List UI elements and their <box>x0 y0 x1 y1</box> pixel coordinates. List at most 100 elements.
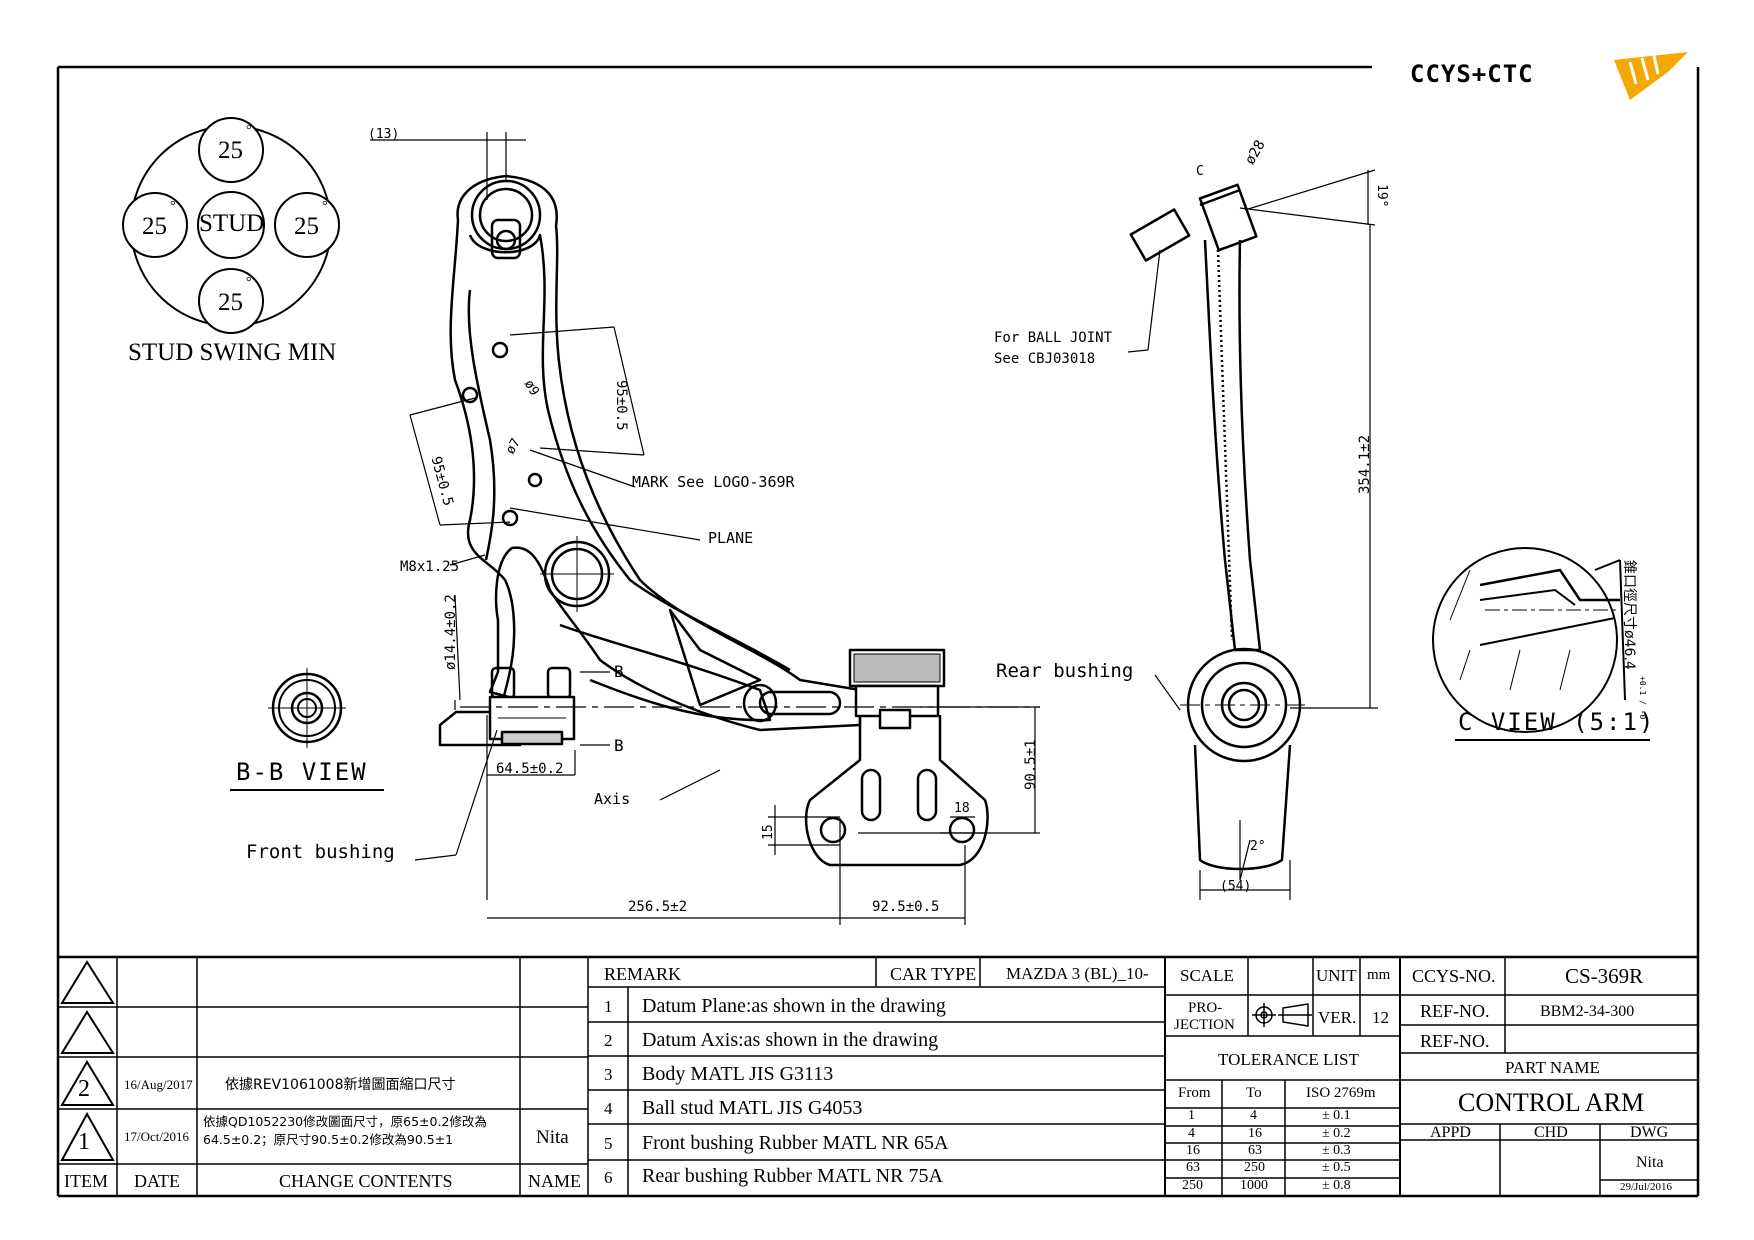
bb-view-drawing <box>230 668 384 791</box>
revision-item: 2 <box>78 1076 90 1102</box>
revision-date: 16/Aug/2017 <box>124 1077 193 1092</box>
appd-label: APPD <box>1430 1124 1471 1141</box>
degree-mark: ° <box>170 199 176 214</box>
section-b-bottom: B <box>614 736 624 755</box>
tol-value: ± 0.8 <box>1322 1178 1351 1193</box>
c-marker: C <box>1196 164 1204 179</box>
ref-no-label-2: REF-NO. <box>1420 1031 1490 1051</box>
remark-no: 6 <box>604 1168 613 1187</box>
remark-no: 1 <box>604 997 613 1016</box>
tol-header-from: From <box>1178 1085 1211 1101</box>
tol-from: 250 <box>1182 1178 1203 1193</box>
logo-text: CCYS+CTC <box>1410 60 1534 88</box>
logo-mark <box>1614 52 1688 100</box>
revision-content: 依據QD1052230修改圖面尺寸，原65±0.2修改為 <box>203 1114 487 1129</box>
projection-label: PRO- <box>1188 1000 1223 1016</box>
part-name: CONTROL ARM <box>1458 1088 1645 1117</box>
plane-label: PLANE <box>708 529 754 547</box>
tol-to: 250 <box>1244 1160 1265 1175</box>
car-type-value: MAZDA 3 (BL)_10- <box>1006 964 1149 983</box>
ball-joint-note-2: See CBJ03018 <box>994 351 1096 367</box>
stud-swing-caption: STUD SWING MIN <box>128 339 337 366</box>
dim-13: (13) <box>368 127 400 142</box>
tolerance-title: TOLERANCE LIST <box>1218 1050 1359 1069</box>
swing-angle-left: 25 <box>142 213 167 240</box>
revision-content-line2: 64.5±0.2；原尺寸90.5±0.2修改為90.5±1 <box>203 1132 454 1147</box>
remark-text: Datum Axis:as shown in the drawing <box>642 1029 939 1051</box>
swing-angle-bottom: 25 <box>218 289 243 316</box>
tol-value: ± 0.3 <box>1322 1143 1351 1158</box>
tol-value: ± 0.2 <box>1322 1126 1351 1141</box>
header-change-contents: CHANGE CONTENTS <box>279 1171 453 1191</box>
scale-label: SCALE <box>1180 966 1234 985</box>
dim-92: 92.5±0.5 <box>872 899 940 915</box>
tol-header-iso: ISO 2769m <box>1306 1085 1376 1101</box>
header-item: ITEM <box>64 1171 108 1191</box>
part-name-label: PART NAME <box>1505 1058 1600 1077</box>
revision-name: Nita <box>536 1127 569 1148</box>
tol-to: 1000 <box>1240 1178 1268 1193</box>
dim-256: 256.5±2 <box>628 899 688 915</box>
tol-value: ± 0.5 <box>1322 1160 1351 1175</box>
remark-header: REMARK <box>604 964 682 984</box>
swing-angle-top: 25 <box>218 137 243 164</box>
section-b-top: B <box>614 662 624 681</box>
tol-from: 63 <box>1186 1160 1200 1175</box>
degree-mark: ° <box>246 275 252 290</box>
ver-label: VER. <box>1318 1008 1357 1027</box>
ball-joint-note-1: For BALL JOINT <box>994 330 1113 346</box>
remark-no: 2 <box>604 1031 613 1050</box>
front-bushing-label: Front bushing <box>246 841 395 863</box>
ccys-no-label: CCYS-NO. <box>1412 966 1496 986</box>
header-name: NAME <box>528 1171 581 1191</box>
chd-label: CHD <box>1534 1124 1568 1141</box>
tol-from: 4 <box>1188 1126 1195 1141</box>
dim-18: 18 <box>954 801 970 816</box>
side-view-dimensions <box>1127 169 1378 900</box>
remark-text: Front bushing Rubber MATL NR 65A <box>642 1132 949 1154</box>
tol-to: 4 <box>1250 1108 1257 1123</box>
tol-from: 1 <box>1188 1108 1195 1123</box>
mark-label: MARK See LOGO-369R <box>632 473 795 491</box>
tol-to: 63 <box>1248 1143 1262 1158</box>
c-view-detail <box>1432 547 1650 741</box>
angle-2: 2° <box>1250 839 1266 854</box>
axis-label: Axis <box>594 790 631 808</box>
car-type-label: CAR TYPE <box>890 964 977 984</box>
remark-text: Ball stud MATL JIS G4053 <box>642 1097 863 1119</box>
remark-text: Datum Plane:as shown in the drawing <box>642 995 946 1017</box>
remark-no: 3 <box>604 1065 613 1084</box>
dimension-lines <box>370 132 1181 925</box>
ccys-no-value: CS-369R <box>1565 964 1644 988</box>
dwg-name: Nita <box>1636 1154 1664 1171</box>
remark-text: Rear bushing Rubber MATL NR 75A <box>642 1165 943 1187</box>
header-date: DATE <box>134 1171 180 1191</box>
projection-label-2: JECTION <box>1174 1017 1235 1033</box>
unit-label: UNIT <box>1316 966 1357 985</box>
ver-value: 12 <box>1372 1008 1389 1027</box>
bb-view-label: B-B VIEW <box>236 758 368 786</box>
revision-item: 1 <box>78 1129 90 1155</box>
drawing-border <box>56 65 1700 1198</box>
rear-bushing-label: Rear bushing <box>996 660 1134 682</box>
stud-label: STUD <box>199 210 265 237</box>
remark-no: 5 <box>604 1134 613 1153</box>
stud-swing-diagram <box>122 117 340 334</box>
swing-angle-right: 25 <box>294 213 319 240</box>
ref-no-label: REF-NO. <box>1420 1001 1490 1021</box>
unit-value: mm <box>1367 967 1391 983</box>
dim-64: 64.5±0.2 <box>496 761 564 777</box>
dwg-label: DWG <box>1630 1124 1669 1141</box>
revision-date: 17/Oct/2016 <box>124 1129 189 1144</box>
tol-value: ± 0.1 <box>1322 1108 1351 1123</box>
ref-no-value: BBM2-34-300 <box>1540 1003 1635 1020</box>
remark-text: Body MATL JIS G3113 <box>642 1063 834 1085</box>
remark-no: 4 <box>604 1099 613 1118</box>
control-arm-side-view <box>1129 183 1310 871</box>
thread-label: M8x1.25 <box>400 559 460 575</box>
tol-to: 16 <box>1248 1126 1262 1141</box>
degree-mark: ° <box>322 199 328 214</box>
dwg-date: 29/Jul/2016 <box>1620 1181 1672 1193</box>
